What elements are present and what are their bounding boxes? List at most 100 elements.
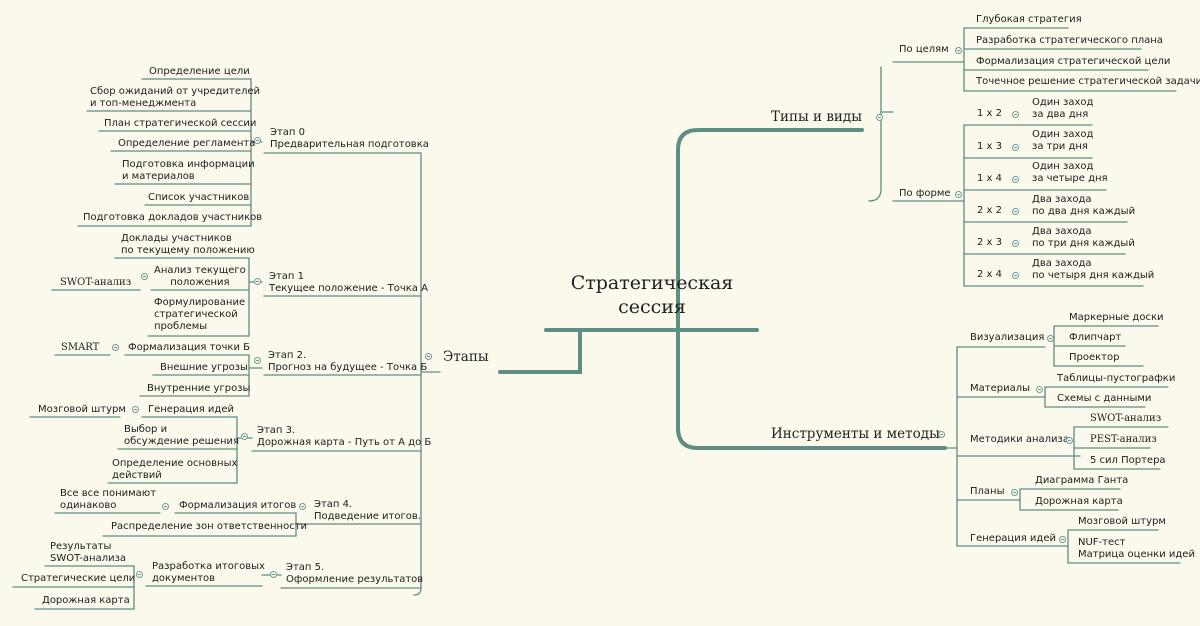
tools-ideas-label[interactable]: Генерация идей (970, 533, 1056, 544)
collapse-form-5-icon[interactable] (1012, 240, 1019, 247)
goal-item[interactable]: Глубокая стратегия (976, 14, 1082, 25)
form-code[interactable]: 1 х 3 (977, 141, 1002, 152)
form-code[interactable]: 2 х 2 (977, 205, 1002, 216)
stage-4-title[interactable]: Этап 4. Подведение итогов. (314, 499, 421, 522)
tools-visual-label[interactable]: Визуализация (970, 332, 1045, 343)
tools-analysis-label[interactable]: Методики анализа (970, 434, 1069, 445)
collapse-stage-3-icon[interactable] (241, 433, 248, 440)
analysis-item[interactable]: PEST-анализ (1090, 434, 1157, 445)
stage-3-item[interactable]: Генерация идей (148, 404, 234, 415)
stage-3-title[interactable]: Этап 3. Дорожная карта - Путь от А до Б (257, 425, 432, 448)
collapse-form-icon[interactable] (955, 191, 962, 198)
form-code[interactable]: 2 х 4 (977, 269, 1002, 280)
stage-0-item[interactable]: Список участников (148, 192, 250, 203)
collapse-stage-4-icon[interactable] (299, 503, 306, 510)
collapse-stage-0-icon[interactable] (254, 137, 261, 144)
branch-types[interactable]: Типы и виды (771, 109, 862, 125)
stage-1-item[interactable]: Доклады участников по текущему положению (121, 233, 255, 256)
form-desc[interactable]: Один заход за четыре дня (1032, 161, 1108, 184)
understanding-label[interactable]: Все все понимают одинаково (60, 488, 157, 511)
stage-3-item[interactable]: Определение основных действий (112, 458, 238, 481)
stage-2-title[interactable]: Этап 2. Прогноз на будущее - Точка Б (268, 350, 428, 373)
stage-0-item[interactable]: Подготовка докладов участников (83, 212, 263, 223)
stage-1-title[interactable]: Этап 1 Текущее положение - Точка А (269, 271, 428, 294)
form-desc[interactable]: Два захода по четыря дня каждый (1032, 258, 1155, 281)
form-code[interactable]: 2 х 3 (977, 237, 1002, 248)
collapse-form-1-icon[interactable] (1012, 111, 1019, 118)
types-goals-label[interactable]: По целям (899, 44, 949, 55)
tools-materials-label[interactable]: Материалы (970, 383, 1030, 394)
analysis-item[interactable]: 5 сил Портера (1090, 455, 1166, 466)
goal-item[interactable]: Формализация стратегической цели (976, 56, 1171, 67)
materials-item[interactable]: Схемы с данными (1057, 393, 1152, 404)
collapse-visual-icon[interactable] (1047, 335, 1054, 342)
stage-5-sub[interactable]: Результаты SWOT-анализа (50, 541, 127, 564)
collapse-form-6-icon[interactable] (1012, 272, 1019, 279)
stage-5-title[interactable]: Этап 5. Оформление результатов (286, 562, 424, 585)
analysis-item[interactable]: SWOT-анализ (1090, 413, 1162, 424)
brainstorm-label[interactable]: Мозговой штурм (38, 404, 126, 415)
collapse-goals-icon[interactable] (955, 47, 962, 54)
collapse-materials-icon[interactable] (1036, 386, 1043, 393)
stage-0-item[interactable]: Определение регламента (118, 138, 256, 149)
ideas-item[interactable]: NUF-тест Матрица оценки идей (1078, 537, 1195, 560)
stage-0-title[interactable]: Этап 0 Предварительная подготовка (270, 127, 429, 150)
collapse-point-b-icon[interactable] (112, 344, 119, 351)
stage-0-item[interactable]: План стратегической сессии (104, 118, 257, 129)
branch-tools[interactable]: Инструменты и методы (771, 426, 940, 442)
collapse-docs-icon[interactable] (136, 571, 143, 578)
collapse-results-icon[interactable] (162, 503, 169, 510)
collapse-analysis-icon[interactable] (141, 273, 148, 280)
collapse-analysis-methods-icon[interactable] (1066, 437, 1073, 444)
collapse-idea-gen-icon[interactable] (1059, 536, 1066, 543)
ideas-item[interactable]: Мозговой штурм (1078, 516, 1166, 527)
tools-plans-label[interactable]: Планы (970, 486, 1005, 497)
collapse-form-4-icon[interactable] (1012, 208, 1019, 215)
form-code[interactable]: 1 х 4 (977, 173, 1002, 184)
collapse-tools-icon[interactable] (938, 431, 945, 438)
stage-2-item[interactable]: Внешние угрозы (160, 362, 248, 373)
smart-label[interactable]: SMART (61, 342, 100, 353)
collapse-form-3-icon[interactable] (1012, 176, 1019, 183)
stage-2-item[interactable]: Внутренние угрозы (147, 383, 251, 394)
stage-0-item[interactable]: Подготовка информации и материалов (122, 159, 255, 182)
goal-item[interactable]: Разработка стратегического плана (976, 35, 1163, 46)
form-desc[interactable]: Один заход за два дня (1032, 97, 1094, 120)
stage-3-item[interactable]: Выбор и обсуждение решения (124, 424, 239, 447)
visual-item[interactable]: Маркерные доски (1069, 312, 1164, 323)
collapse-types-icon[interactable] (876, 114, 883, 121)
collapse-stage-1-icon[interactable] (254, 278, 261, 285)
root-topic: Стратегическая сессия (570, 272, 734, 318)
form-desc[interactable]: Один заход за три дня (1032, 129, 1094, 152)
goal-item[interactable]: Точечное решение стратегической задачи (976, 76, 1200, 87)
collapse-stage-5-icon[interactable] (270, 571, 277, 578)
swot-label[interactable]: SWOT-анализ (60, 277, 132, 288)
stage-1-item[interactable]: Анализ текущего положения (154, 265, 246, 288)
stage-1-item[interactable]: Формулирование стратегической проблемы (154, 297, 246, 332)
stage-0-item[interactable]: Сбор ожиданий от учредителей и топ-менед… (90, 86, 261, 109)
collapse-stages-icon[interactable] (425, 353, 432, 360)
stage-5-sub[interactable]: Дорожная карта (42, 595, 130, 606)
collapse-form-2-icon[interactable] (1012, 144, 1019, 151)
form-code[interactable]: 1 х 2 (977, 108, 1002, 119)
visual-item[interactable]: Флипчарт (1069, 332, 1122, 343)
branch-stages[interactable]: Этапы (443, 349, 489, 365)
form-desc[interactable]: Два захода по три дня каждый (1032, 226, 1135, 249)
plans-item[interactable]: Дорожная карта (1035, 496, 1123, 507)
stage-2-item[interactable]: Формализация точки Б (128, 342, 251, 353)
stage-5-sub[interactable]: Стратегические цели (21, 573, 136, 584)
stage-4-item[interactable]: Распределение зон ответственности (111, 521, 308, 532)
stage-4-item[interactable]: Формализация итогов (179, 500, 297, 511)
form-desc[interactable]: Два захода по два дня каждый (1032, 194, 1136, 217)
stage-0-item[interactable]: Определение цели (149, 66, 250, 77)
collapse-plans-icon[interactable] (1011, 489, 1018, 496)
collapse-stage-2-icon[interactable] (254, 357, 261, 364)
plans-item[interactable]: Диаграмма Ганта (1035, 475, 1129, 486)
collapse-ideas-icon[interactable] (132, 406, 139, 413)
types-form-label[interactable]: По форме (899, 188, 951, 199)
stage-5-item[interactable]: Разработка итоговых документов (152, 561, 265, 584)
visual-item[interactable]: Проектор (1069, 352, 1120, 363)
materials-item[interactable]: Таблицы-пустографки (1057, 373, 1176, 384)
